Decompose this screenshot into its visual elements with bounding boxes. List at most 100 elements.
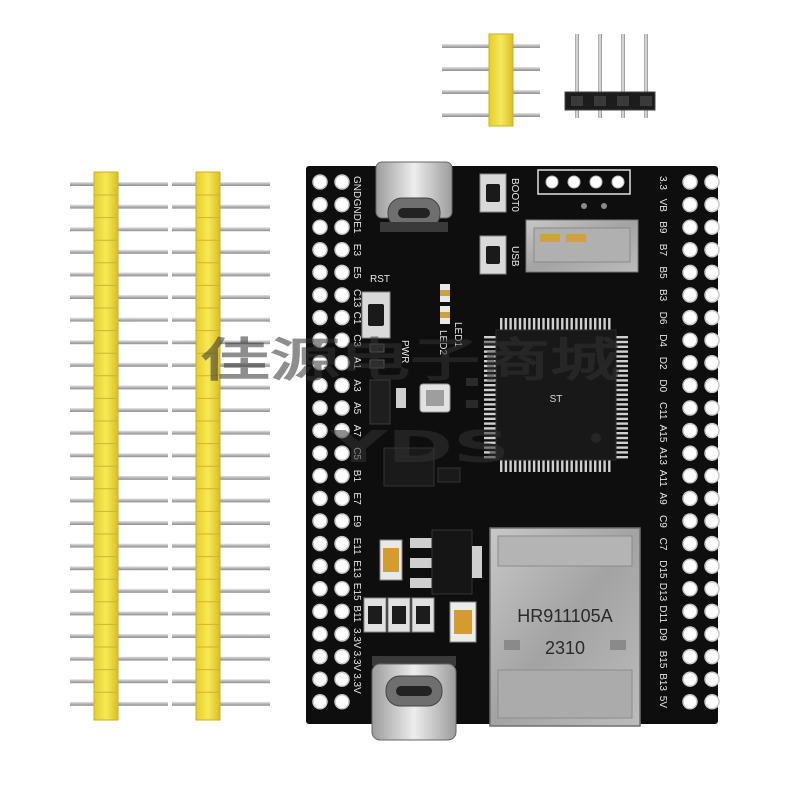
via-hole	[312, 309, 328, 326]
header-pin	[172, 656, 270, 661]
header-pin	[172, 227, 270, 232]
pin-label: E5	[351, 266, 362, 279]
header-pin	[70, 453, 168, 458]
pin-label: 3.3V	[351, 673, 362, 694]
via-hole	[312, 196, 328, 213]
pin-label: E9	[351, 515, 362, 528]
header-pin	[70, 679, 168, 684]
via-hole	[334, 309, 350, 326]
header-pin	[70, 204, 168, 209]
via-hole	[704, 355, 720, 371]
via-hole	[704, 196, 720, 213]
header-pin	[172, 701, 270, 706]
pin-label: VB	[657, 199, 668, 213]
header-pin	[172, 475, 270, 480]
via-hole	[682, 445, 698, 461]
pwr-label: PWR	[399, 340, 410, 363]
via-hole	[682, 671, 698, 687]
ethernet-jack: HR911105A 2310	[489, 527, 641, 727]
pin-header-long-right	[172, 171, 270, 721]
header-pin	[172, 521, 270, 525]
pin-label: C3	[351, 334, 362, 347]
header-pin	[172, 408, 270, 412]
via-hole	[312, 513, 328, 529]
mcu-marking: ST	[550, 394, 563, 405]
via-hole	[334, 558, 350, 574]
header-plastic	[564, 91, 656, 111]
pin-label: B15	[657, 651, 668, 669]
via-hole	[334, 513, 350, 529]
pin-label: A11	[657, 470, 668, 487]
pin-label: A9	[657, 492, 668, 505]
via-hole	[312, 422, 328, 439]
usb-button[interactable]	[479, 235, 507, 275]
via-hole	[682, 309, 698, 326]
via-hole	[704, 400, 720, 416]
via-hole	[682, 581, 698, 597]
via-hole	[704, 287, 720, 303]
via-hole	[682, 603, 698, 620]
via-hole	[312, 174, 328, 190]
via-hole	[334, 287, 350, 303]
via-hole	[334, 332, 350, 348]
spi-holes	[537, 169, 631, 209]
pin-label: A15	[657, 425, 668, 443]
pin-label: D9	[657, 628, 668, 641]
via-hole	[682, 400, 698, 416]
silkscreen-left-pins: GNDGNDE1E3E5C13C1C3A1A3A5A7C5B1E7E9E11E1…	[351, 176, 362, 694]
via-hole	[704, 694, 720, 710]
pin-header-long-left	[70, 171, 168, 721]
pin-label: A5	[351, 402, 362, 415]
via-hole	[682, 242, 698, 258]
via-hole	[704, 558, 720, 574]
rst-label: RST	[370, 274, 390, 285]
header-pin	[172, 430, 270, 435]
header-pin	[70, 566, 168, 571]
header-pin	[70, 340, 168, 345]
header-pin	[172, 272, 270, 277]
header-pin	[172, 317, 270, 322]
pin-label: D4	[657, 334, 668, 347]
via-hole	[682, 196, 698, 213]
header-pin	[172, 204, 270, 209]
via-hole	[334, 219, 350, 235]
pin-label: E3	[351, 244, 362, 257]
pin-label: B3	[657, 289, 668, 302]
pin-label: B5	[657, 266, 668, 279]
pin-label: D11	[657, 605, 668, 623]
via-hole	[704, 219, 720, 235]
via-hole	[312, 287, 328, 303]
header-pin	[70, 634, 168, 638]
reset-button[interactable]	[361, 291, 391, 339]
via-hole	[334, 264, 350, 281]
header-pin	[598, 34, 602, 118]
via-hole	[334, 648, 350, 665]
pin-label: E13	[351, 560, 362, 578]
via-hole	[312, 558, 328, 574]
header-pin	[172, 679, 270, 684]
pin-label: GND	[351, 199, 362, 221]
via-hole	[682, 287, 698, 303]
via-hole	[704, 242, 720, 258]
via-hole	[312, 671, 328, 687]
pin-label: B13	[657, 673, 668, 691]
ethernet-model-text: HR911105A	[517, 606, 612, 626]
via-hole	[334, 400, 350, 416]
pin-header-4pin-yellow	[442, 33, 540, 127]
header-pin	[575, 34, 579, 118]
header-pin	[70, 498, 168, 503]
header-pin	[70, 611, 168, 616]
via-hole	[334, 671, 350, 687]
header-pin	[70, 227, 168, 232]
via-hole	[312, 648, 328, 665]
boot-button[interactable]	[479, 173, 507, 213]
power-section	[363, 529, 482, 643]
led-2	[440, 306, 450, 324]
via-hole	[682, 174, 698, 190]
via-hole	[704, 535, 720, 552]
via-hole	[704, 309, 720, 326]
via-hole	[334, 196, 350, 213]
header-pin	[70, 295, 168, 299]
header-plastic	[488, 33, 514, 127]
header-pin	[70, 701, 168, 706]
